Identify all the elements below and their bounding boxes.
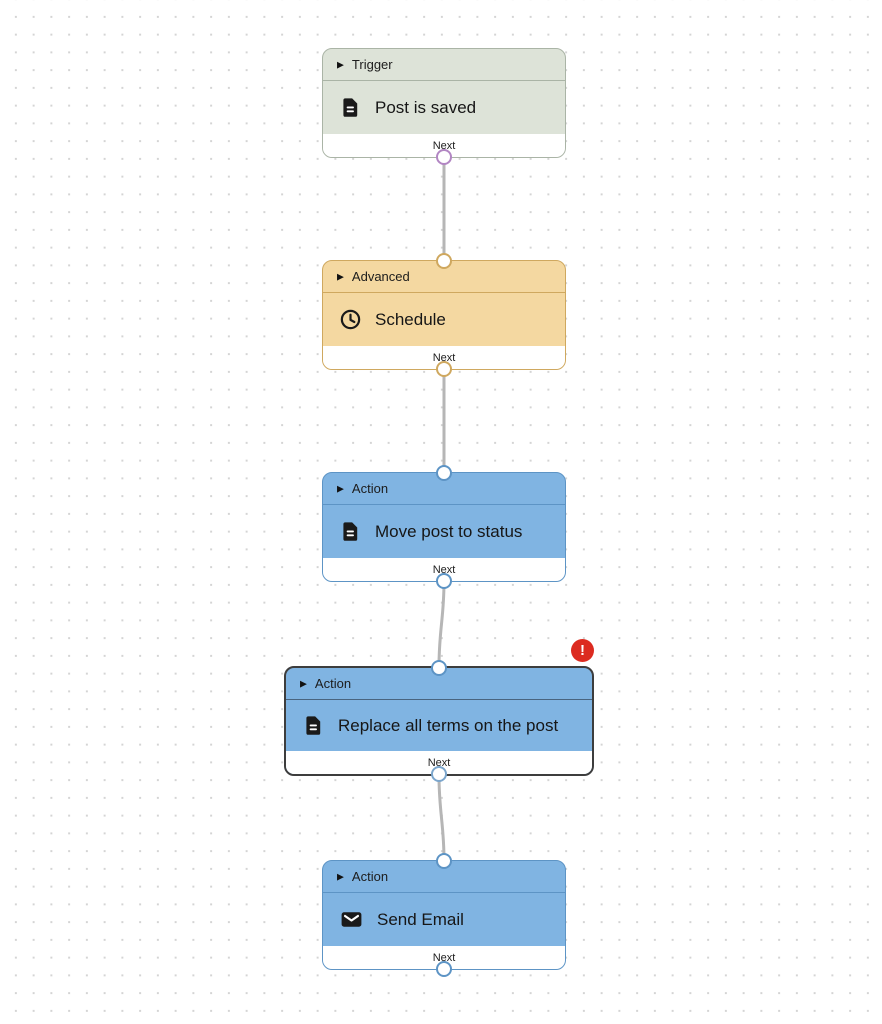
connector-edge: [437, 774, 446, 862]
node-header[interactable]: ▶ Advanced: [323, 261, 565, 293]
node-body[interactable]: Move post to status: [323, 505, 565, 558]
output-handle-next[interactable]: [436, 961, 452, 977]
output-handle-next[interactable]: [436, 361, 452, 377]
output-handle-next[interactable]: [436, 573, 452, 589]
clock-icon: [339, 308, 362, 331]
node-action-move-post-to-status[interactable]: ▶ Action Move post to status Next: [322, 465, 566, 589]
expand-triangle-icon: ▶: [337, 59, 344, 70]
input-handle[interactable]: [436, 465, 452, 481]
input-handle[interactable]: [431, 660, 447, 676]
node-footer: Next: [323, 558, 565, 581]
output-handle-next[interactable]: [431, 766, 447, 782]
node-title: Post is saved: [375, 97, 477, 117]
connector-edge: [437, 580, 446, 668]
node-title: Send Email: [377, 909, 464, 929]
document-icon: [302, 714, 325, 737]
node-category-label: Action: [351, 869, 389, 884]
document-icon: [339, 520, 362, 543]
node-title: Move post to status: [375, 521, 523, 541]
node-category-label: Trigger: [351, 57, 393, 72]
node-header[interactable]: ▶ Action: [323, 861, 565, 893]
expand-triangle-icon: ▶: [337, 871, 344, 882]
expand-triangle-icon: ▶: [300, 678, 307, 689]
output-handle-next[interactable]: [436, 149, 452, 165]
expand-triangle-icon: ▶: [337, 271, 344, 282]
node-header[interactable]: ▶ Action: [323, 473, 565, 505]
node-header[interactable]: ▶ Action: [286, 668, 592, 700]
node-body[interactable]: Schedule: [323, 293, 565, 346]
expand-triangle-icon: ▶: [337, 483, 344, 494]
node-body[interactable]: Post is saved: [323, 81, 565, 134]
node-category-label: Advanced: [351, 269, 410, 284]
node-footer: Next: [323, 134, 565, 157]
document-icon: [339, 96, 362, 119]
node-body[interactable]: Replace all terms on the post: [286, 700, 592, 751]
next-label: Next: [432, 563, 456, 576]
next-label: Next: [427, 756, 451, 769]
node-footer: Next: [323, 346, 565, 369]
input-handle[interactable]: [436, 853, 452, 869]
node-action-send-email[interactable]: ▶ Action Send Email Next: [322, 853, 566, 977]
next-label: Next: [432, 351, 456, 364]
node-title: Replace all terms on the post: [338, 715, 559, 735]
node-title: Schedule: [375, 309, 446, 329]
node-advanced-schedule[interactable]: ▶ Advanced Schedule Next: [322, 253, 566, 377]
error-badge-icon[interactable]: !: [571, 639, 594, 662]
node-header[interactable]: ▶ Trigger: [323, 49, 565, 81]
node-trigger-post-is-saved[interactable]: ▶ Trigger Post is saved Next: [322, 48, 566, 165]
next-label: Next: [432, 951, 456, 964]
node-category-label: Action: [351, 481, 389, 496]
node-body[interactable]: Send Email: [323, 893, 565, 946]
node-footer: Next: [286, 751, 592, 774]
input-handle[interactable]: [436, 253, 452, 269]
email-icon: [339, 907, 364, 932]
node-category-label: Action: [314, 676, 352, 691]
error-exclamation: !: [580, 642, 585, 659]
next-label: Next: [432, 139, 456, 152]
node-action-replace-all-terms[interactable]: ! ▶ Action Replace all terms on the post…: [284, 639, 594, 782]
node-footer: Next: [323, 946, 565, 969]
